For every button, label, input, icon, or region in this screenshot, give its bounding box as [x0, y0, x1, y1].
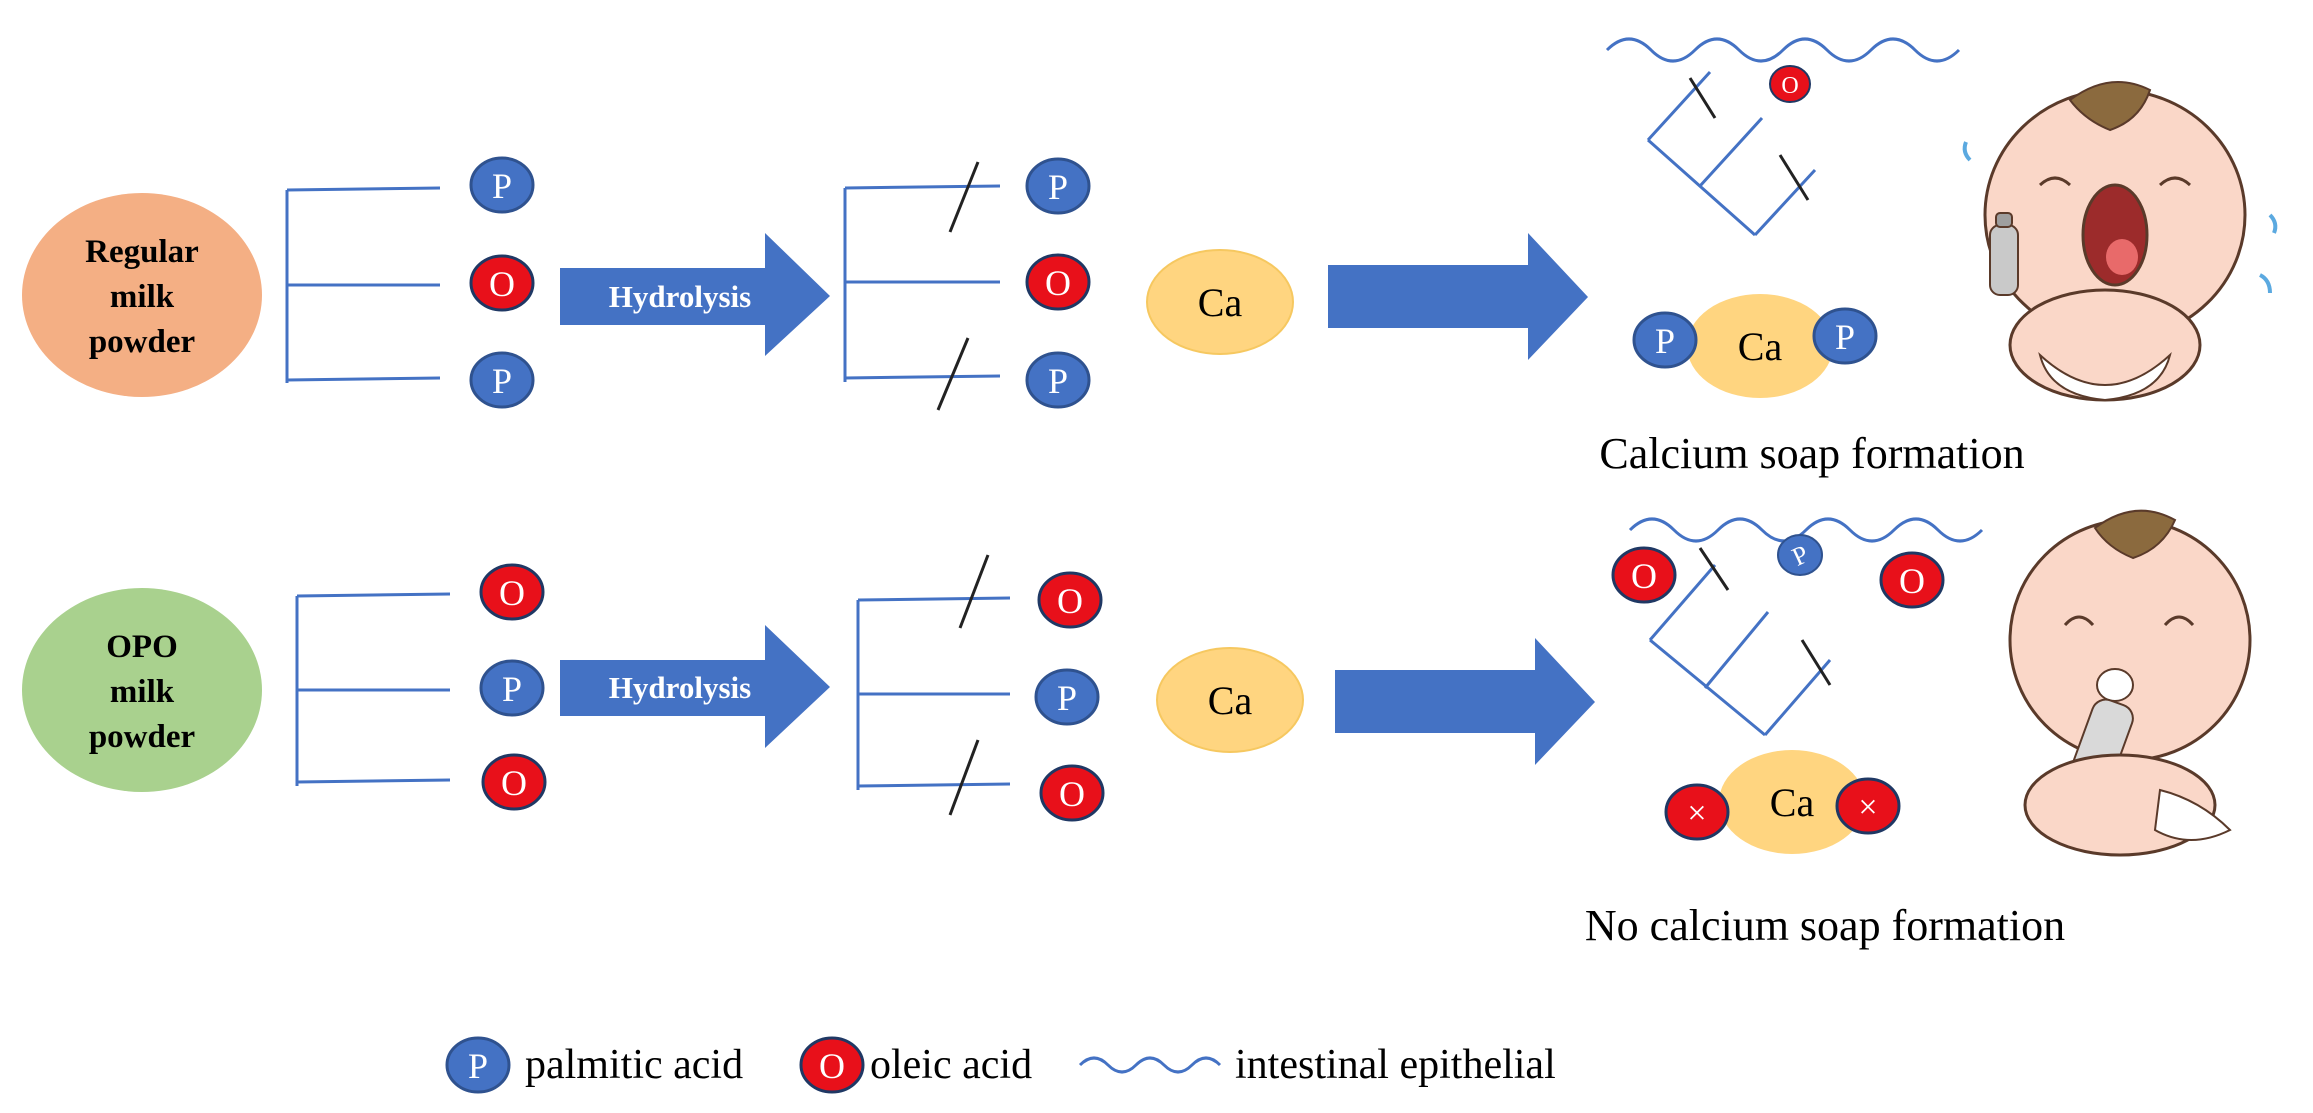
opo-cleaved-acid-3: O [1039, 764, 1105, 822]
svg-text:O: O [1045, 263, 1071, 303]
opo-cleaved-acid-1: O [1037, 571, 1103, 629]
opo-triglyceride [295, 592, 451, 786]
regular-result-arrow [1328, 233, 1588, 360]
opo-absorbed-acid-2: P [1777, 534, 1823, 576]
svg-text:P: P [1048, 361, 1068, 401]
svg-text:O: O [1899, 561, 1925, 601]
opo-cleave-marks [948, 554, 990, 816]
svg-text:P: P [1048, 167, 1068, 207]
opo-result-arrow [1335, 638, 1595, 765]
regular-absorbed-structure [1646, 70, 1817, 237]
regular-absorbed-acid: O [1769, 65, 1811, 103]
svg-text:O: O [499, 573, 525, 613]
legend-oleic-label: oleic acid [870, 1042, 1032, 1088]
svg-text:P: P [1835, 317, 1855, 357]
svg-text:P: P [1057, 678, 1077, 718]
regular-epithelial-wave [1605, 37, 1961, 63]
opo-cleaved-acid-2: P [1034, 668, 1100, 726]
blocked-mark-right: × [1858, 789, 1877, 826]
opo-chain-acid-2: P [479, 659, 545, 717]
regular-cleaved-acid-1: P [1025, 157, 1091, 215]
regular-hydrolysis-label: Hydrolysis [609, 279, 751, 314]
opo-milk-source: OPO milk powder [22, 588, 262, 792]
regular-cleave-marks [936, 161, 980, 411]
svg-text:P: P [492, 361, 512, 401]
opo-cleaved-triglyceride [856, 596, 1011, 790]
regular-calcium-soap: Ca P P [1632, 294, 1878, 398]
legend: P palmitic acid O oleic acid intestinal … [445, 1036, 1556, 1094]
svg-text:O: O [1059, 774, 1085, 814]
opo-absorbed-acid-3: O [1879, 551, 1945, 609]
regular-triglyceride [285, 186, 441, 383]
svg-text:Ca: Ca [1208, 678, 1253, 723]
opo-result-caption: No calcium soap formation [1585, 901, 2065, 950]
svg-text:P: P [502, 669, 522, 709]
svg-text:P: P [468, 1046, 488, 1086]
crying-baby-icon [1962, 81, 2278, 402]
blocked-mark-left: × [1687, 795, 1706, 832]
row-regular: Regular milk powder P O P Hydrolysis [22, 37, 2278, 478]
happy-baby-icon [2008, 509, 2252, 857]
svg-text:O: O [489, 264, 515, 304]
regular-hydrolysis-arrow: Hydrolysis [560, 233, 830, 356]
opo-label-line1: OPO [106, 629, 178, 665]
opo-label-line2: milk [110, 674, 175, 710]
svg-text:P: P [1655, 321, 1675, 361]
opo-no-calcium-soap: Ca × × [1664, 750, 1901, 854]
svg-text:O: O [1781, 73, 1798, 99]
legend-epithelial-wave-icon [1078, 1056, 1222, 1074]
row-opo: OPO milk powder O P O Hydrolysis O P [22, 509, 2252, 950]
svg-text:O: O [1631, 556, 1657, 596]
legend-palmitic-label: palmitic acid [525, 1042, 743, 1088]
regular-result-caption: Calcium soap formation [1599, 429, 2024, 478]
opo-hydrolysis-arrow: Hydrolysis [560, 625, 830, 748]
regular-cleaved-acid-2: O [1025, 253, 1091, 311]
svg-text:Ca: Ca [1198, 280, 1243, 325]
svg-text:Ca: Ca [1738, 324, 1783, 369]
regular-chain-acid-2: O [469, 254, 535, 312]
svg-text:O: O [819, 1046, 845, 1086]
regular-milk-source: Regular milk powder [22, 193, 262, 397]
opo-absorbed-acid-1: O [1611, 546, 1677, 604]
regular-label-line2: milk [110, 279, 175, 315]
svg-text:Ca: Ca [1770, 780, 1815, 825]
opo-label-line3: powder [89, 719, 195, 755]
opo-absorbed-structure [1648, 564, 1832, 737]
regular-calcium: Ca [1146, 249, 1294, 355]
svg-text:O: O [501, 763, 527, 803]
regular-label-line1: Regular [85, 234, 199, 270]
svg-text:P: P [492, 166, 512, 206]
opo-chain-acid-3: O [481, 753, 547, 811]
opo-epithelial-wave [1628, 517, 1984, 543]
regular-chain-acid-3: P [469, 351, 535, 409]
opo-hydrolysis-label: Hydrolysis [609, 670, 751, 705]
opo-absorbed-cleave-marks [1698, 547, 1832, 686]
legend-oleic-icon: O [799, 1036, 865, 1094]
regular-absorbed-cleave-marks [1688, 77, 1810, 201]
regular-cleaved-triglyceride [843, 184, 1001, 382]
opo-chain-acid-1: O [479, 563, 545, 621]
svg-text:O: O [1057, 581, 1083, 621]
regular-chain-acid-1: P [469, 156, 535, 214]
legend-palmitic-icon: P [445, 1036, 511, 1094]
regular-cleaved-acid-3: P [1025, 351, 1091, 409]
legend-epithelial-label: intestinal epithelial [1235, 1042, 1556, 1088]
opo-calcium: Ca [1156, 647, 1304, 753]
regular-label-line3: powder [89, 324, 195, 360]
